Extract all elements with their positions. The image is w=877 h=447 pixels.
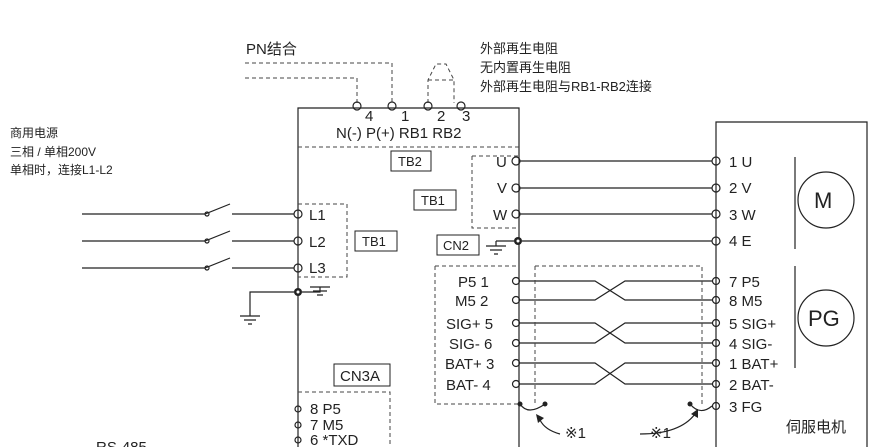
note-arrows: [536, 409, 698, 435]
tb1-in-box: [354, 230, 398, 252]
motor-term-w: 3 W: [729, 207, 757, 224]
power-line1: 商用电源: [10, 125, 58, 140]
cn2-pin-sigp: SIG+ 5: [446, 316, 493, 333]
ground-icon: [486, 240, 514, 255]
output-terminals: [511, 156, 522, 245]
tb1-in-region: [298, 203, 348, 278]
pg-pin-sigm: 4 SIG-: [729, 336, 772, 353]
input-l3: L3: [309, 260, 326, 277]
regen-line2: 无内置再生电阻: [480, 60, 571, 75]
top-terminals: [352, 101, 466, 111]
tb2-box: [390, 150, 432, 172]
regen-line3: 外部再生电阻与RB1-RB2连接: [480, 79, 652, 94]
motor-m: M: [814, 188, 832, 213]
pg-terminals: [711, 276, 721, 411]
cn3a-terminals: [294, 405, 302, 444]
pg-pin-p5: 7 P5: [729, 274, 760, 291]
ground-icon: [240, 286, 330, 325]
pg-pin-fg: 3 FG: [729, 399, 762, 416]
output-u: U: [496, 154, 507, 171]
cn3a-box: [333, 363, 391, 387]
note-1b: ※1: [650, 425, 671, 442]
cn2-label: CN2: [443, 238, 469, 253]
input-l1: L1: [309, 207, 326, 224]
cn2-terminals: [511, 276, 521, 389]
terminal-num-2: 2: [437, 108, 445, 125]
cn3a-pin-m5: 7 M5: [310, 417, 343, 434]
pn-label: PN结合: [246, 41, 297, 58]
pn-dashed-link: [245, 62, 455, 103]
tb1-out-region: [471, 155, 519, 229]
cn2-pin-m5: M5 2: [455, 293, 488, 310]
motor-term-v: 2 V: [729, 180, 752, 197]
cn2-pin-batp: BAT+ 3: [445, 356, 494, 373]
cn3a-label: CN3A: [340, 368, 380, 385]
cn3a-pin-p5: 8 P5: [310, 401, 341, 418]
cn2-pin-sigm: SIG- 6: [449, 336, 492, 353]
input-l2: L2: [309, 234, 326, 251]
tb1-out-box: [413, 189, 457, 211]
regen-line1: 外部再生电阻: [480, 41, 558, 56]
encoder-wires: [517, 265, 713, 412]
pg-pin-batp: 1 BAT+: [729, 356, 779, 373]
cn2-box: [436, 234, 480, 256]
power-line2: 三相 / 单相200V: [10, 145, 96, 159]
power-line3: 单相时，连接L1-L2: [10, 162, 113, 177]
pg-pin-batm: 2 BAT-: [729, 377, 774, 394]
terminal-num-4: 4: [365, 108, 373, 125]
input-lines: [82, 203, 303, 273]
output-v: V: [497, 180, 507, 197]
motor-name: 伺服电机: [786, 419, 846, 436]
motor-pg: PG: [808, 306, 840, 331]
pg-pin-sigp: 5 SIG+: [729, 316, 776, 333]
cn3a-region: [298, 391, 391, 447]
note-1a: ※1: [565, 425, 586, 442]
cn3a-pin-txd: 6 *TXD: [310, 432, 359, 447]
terminal-num-1: 1: [401, 108, 409, 125]
motor-term-e: 4 E: [729, 233, 752, 250]
motor-power-wires: [520, 156, 721, 246]
output-w: W: [493, 207, 508, 224]
terminal-num-3: 3: [462, 108, 470, 125]
tb1-out-label: TB1: [421, 193, 445, 208]
cn2-pin-p5: P5 1: [458, 274, 489, 291]
tb1-in-label: TB1: [362, 234, 386, 249]
rs485-label: RS-485: [96, 439, 147, 447]
cn2-pin-batm: BAT- 4: [446, 377, 491, 394]
tb2-label: TB2: [398, 154, 422, 169]
terminal-names: N(-) P(+) RB1 RB2: [336, 125, 461, 142]
pg-pin-m5: 8 M5: [729, 293, 762, 310]
motor-term-u: 1 U: [729, 154, 752, 171]
cn2-region: [434, 265, 519, 405]
